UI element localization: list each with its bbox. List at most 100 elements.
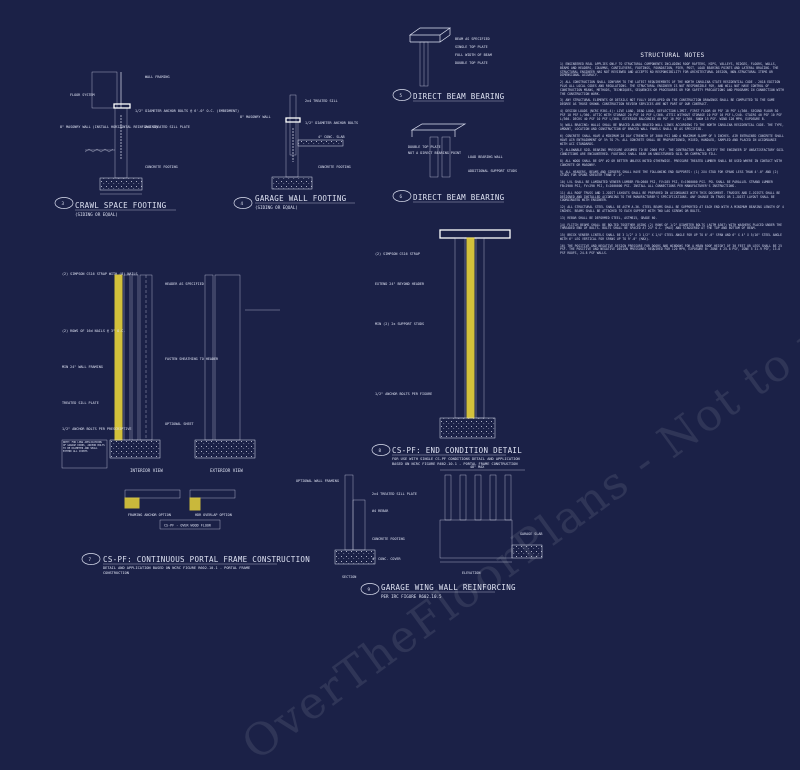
post xyxy=(429,136,439,178)
over-wood-floor-label: CS-PF - OVER WOOD FLOOR xyxy=(164,524,212,528)
beam xyxy=(410,123,467,131)
callout-extend: EXTEND 24" BEYOND HEADER xyxy=(375,282,425,286)
sill-plate xyxy=(113,103,131,109)
callout-fasten: FASTEN SHEATHING TO HEADER xyxy=(165,357,219,361)
detail-tag: 7 xyxy=(89,557,92,562)
section-label: SECTION xyxy=(342,575,356,579)
callout-footing: CONCRETE FOOTING xyxy=(318,165,351,169)
note-item: 9) ALL HEADERS, BEAMS AND GIRDERS SHALL … xyxy=(560,169,779,178)
beam xyxy=(408,27,452,36)
strap-yellow xyxy=(114,274,123,441)
note-item: 4) DESIGN LOADS (NCRC R301.4): LIVE LOAD… xyxy=(560,108,782,121)
note-item: 1) ENGINEERED REAL APPLIES ONLY TO STRUC… xyxy=(560,62,779,78)
portal-note: NOTE: FOR LONG APPLICATIONS OF GARAGE DO… xyxy=(63,441,105,453)
callout-support-studs: MIN (2) 2x SUPPORT STUDS xyxy=(375,322,424,326)
callout-optional-sheet: OPTIONAL SHEET xyxy=(165,422,194,426)
drawing-sheet: WALL FRAMING FLOOR SYSTEM 1/2" DIAMETER … xyxy=(54,27,542,599)
construction-details-drawing: WALL FRAMING FLOOR SYSTEM 1/2" DIAMETER … xyxy=(54,27,542,599)
callout-min-framing: MIN 24" WALL FRAMING xyxy=(62,365,103,369)
detail-tag: 5 xyxy=(400,93,403,98)
note-item: 5) WALL BRACING: WALLS SHALL BE BRACED A… xyxy=(560,123,784,132)
direct-beam-bearing-detail-1: BEAM AS SPECIFIED SINGLE TOP PLATE FULL … xyxy=(392,27,505,102)
end-condition-detail: (2) SIMPSON CS16 STRAP EXTEND 24" BEYOND… xyxy=(371,229,522,466)
callout-sill-plate: 2x6 TREATED SILL PLATE xyxy=(145,125,190,129)
note-item: 10) LVL SHALL BE LAMINATED VENEER LUMBER… xyxy=(560,180,773,188)
elevation-label: ELEVATION xyxy=(462,571,480,575)
note-box xyxy=(61,439,108,469)
callout-masonry-wall: 8" MASONRY WALL (INSTALL HORIZONTAL REIN… xyxy=(60,125,158,129)
wing-wall-title: GARAGE WING WALL REINFORCING xyxy=(381,583,516,592)
end-condition-title: CS-PF: END CONDITION DETAIL xyxy=(392,446,522,455)
note-item: 8) ALL WOOD SHALL BE SPF #2 OR BETTER UN… xyxy=(560,158,782,167)
concrete-footing xyxy=(271,176,313,190)
callout-conc-cover: 4" CONC. COVER xyxy=(372,557,402,561)
detail-tag: 8 xyxy=(379,448,382,453)
detail-tag-bubble xyxy=(392,89,412,101)
callout-garage-slab: GARAGE SLAB xyxy=(520,532,542,536)
framing-anchor-label: FRAMING ANCHOR OPTION xyxy=(128,513,171,517)
wing-wall-detail: OPTIONAL WALL FRAMING 2x4 TREATED SILL P… xyxy=(296,465,542,599)
callout-strap: (2) SIMPSON CS16 STRAP WITH (8) NAILS xyxy=(62,272,138,276)
direct-beam-2-title: DIRECT BEAM BEARING xyxy=(413,193,505,202)
portal-frame-title: CS-PF: CONTINUOUS PORTAL FRAME CONSTRUCT… xyxy=(103,555,310,564)
garage-wall-subtitle: (SIDING OR EQUAL) xyxy=(255,205,298,210)
callout-treated-sill: 2x4 TREATED SILL PLATE xyxy=(372,492,417,496)
note-item: 11) ALL ROOF TRUSS AND I-JOIST LAYOUTS S… xyxy=(560,190,781,203)
direct-beam-1-title: DIRECT BEAM BEARING xyxy=(413,92,505,101)
portal-frame-subtitle: DETAIL AND APPLICATION BASED ON NCRC FIG… xyxy=(103,566,251,575)
detail-tag-bubble xyxy=(81,553,101,565)
callout-double-top: DOUBLE TOP PLATE xyxy=(455,61,488,65)
crawl-space-footing-detail: WALL FRAMING FLOOR SYSTEM 1/2" DIAMETER … xyxy=(54,71,239,217)
note-item: 12) ALL STRUCTURAL STEEL SHALL BE ASTM A… xyxy=(560,205,784,213)
callout-slab: 4" CONC. SLAB xyxy=(318,135,345,139)
end-condition-subtitle: FOR USE WITH SINGLE CS-PF CONDITIONS DET… xyxy=(392,457,520,466)
masonry-block xyxy=(439,519,513,559)
structural-notes: STRUCTURAL NOTES 1) ENGINEERED REAL APPL… xyxy=(560,52,785,259)
floor-system xyxy=(91,71,118,109)
callout-anchor-bolts: 1/2" ANCHOR BOLTS PER PRESCRIPTIVE xyxy=(62,427,131,431)
callout-bearing-wall: LOAD BEARING WALL xyxy=(468,155,503,159)
hdr-overlap-label: HDR OVERLAP OPTION xyxy=(195,513,232,517)
callout-concrete-footing: CONCRETE FOOTING xyxy=(145,165,178,169)
foundation xyxy=(109,439,161,459)
direct-beam-bearing-detail-2: DOUBLE TOP PLATE NOT A DIRECT BEARING PO… xyxy=(392,123,517,203)
note-item: 16) THE POSITIVE AND NEGATIVE DESIGN PRE… xyxy=(560,243,782,256)
callout-nail-rows: (2) ROWS OF 16d NAILS @ 3" O.C. xyxy=(62,329,125,333)
detail-tag: 4 xyxy=(241,201,244,206)
callout-treated-sill: 2x4 TREATED SILL xyxy=(305,99,338,103)
callout-double-top: DOUBLE TOP PLATE xyxy=(408,145,441,149)
garage-wall-footing-detail: 2x4 TREATED SILL 8" MASONRY WALL 1/2" DI… xyxy=(233,94,358,210)
callout-optional-framing: OPTIONAL WALL FRAMING xyxy=(296,479,339,483)
garage-wall-title: GARAGE WALL FOOTING xyxy=(255,194,347,203)
sheathing xyxy=(214,274,241,441)
strap-yellow xyxy=(466,237,475,419)
interior-view-label: INTERIOR VIEW xyxy=(130,468,163,473)
detail-tag: 6 xyxy=(400,194,403,199)
wing-wall-subtitle: PER IRC FIGURE R602.10.5 xyxy=(381,594,442,599)
detail-tag: 9 xyxy=(368,587,371,592)
note-item: 6) CONCRETE SHALL HAVE A MINIMUM 28 DAY … xyxy=(560,133,784,146)
callout-full-width: FULL WIDTH OF BEAM xyxy=(455,53,492,57)
detail-tag-bubble xyxy=(233,197,253,209)
notes-title: STRUCTURAL NOTES xyxy=(640,52,705,59)
detail-tag: 3 xyxy=(62,201,65,206)
callout-anchor-bolts: 1/2" DIAMETER ANCHOR BOLTS @ 6'-0" O.C. … xyxy=(135,109,239,113)
crawl-space-subtitle: (SIDING OR EQUAL) xyxy=(75,212,118,217)
callout-masonry: 8" MASONRY WALL xyxy=(240,115,271,119)
callout-wall-framing: WALL FRAMING xyxy=(145,75,170,79)
note-item: 2) ALL CONSTRUCTION SHALL CONFORM TO THE… xyxy=(560,80,784,96)
callout-anchor: 1/2" DIAMETER ANCHOR BOLTS xyxy=(305,121,358,125)
callout-rebar: #4 REBAR xyxy=(372,509,389,513)
callout-not-bearing: NOT A DIRECT BEARING POINT xyxy=(408,151,461,155)
note-item: 13) REBAR SHALL BE DEFORMED STEEL, ASTM6… xyxy=(560,215,658,220)
treated-sill xyxy=(285,117,301,123)
crawl-space-title: CRAWL SPACE FOOTING xyxy=(75,201,167,210)
foundation xyxy=(439,417,496,439)
header xyxy=(439,229,511,239)
stud xyxy=(123,274,131,441)
concrete-footing xyxy=(99,177,143,191)
callout-strap: (2) SIMPSON CS16 STRAP xyxy=(375,252,420,256)
callout-beam: BEAM AS SPECIFIED xyxy=(455,37,490,41)
note-item: 3) ANY STRUCTURAL ELEMENTS OR DETAILS NO… xyxy=(560,98,775,107)
detail-tag-bubble xyxy=(360,583,380,595)
